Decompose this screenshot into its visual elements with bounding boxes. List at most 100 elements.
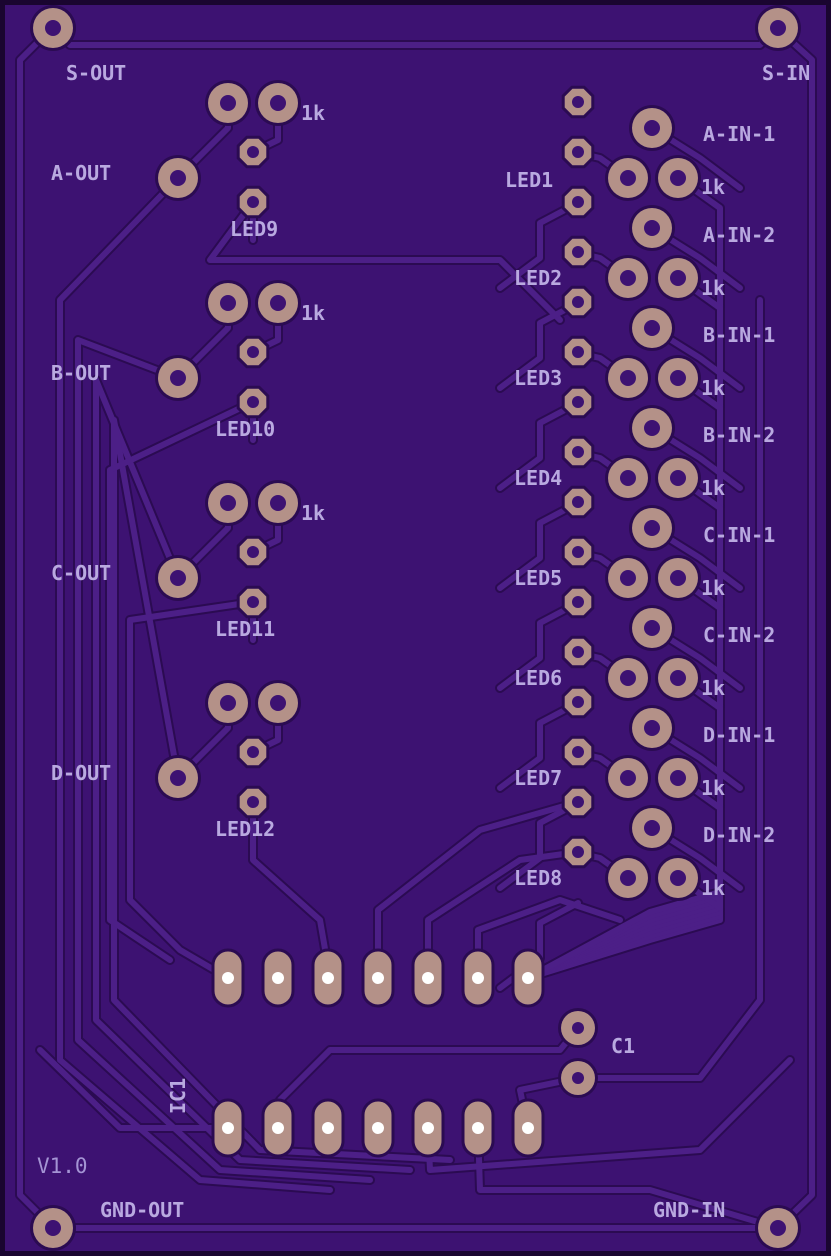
ic1-pin-hole [522,972,534,984]
s-in-label: S-IN [762,61,810,85]
input-resistor-pad-hole [620,870,636,886]
input-resistor-pad-hole [620,470,636,486]
input-led-label: LED5 [514,566,562,590]
input-led-pad-hole [572,146,584,158]
trace [93,377,413,1173]
ic1-pin-hole [472,972,484,984]
input-led-pad-hole [572,96,584,108]
input-resistor-label: 1k [701,576,725,600]
output-led-pad-hole [247,146,259,158]
ic1-pin-hole [422,1122,434,1134]
input-resistor-pad-hole [670,170,686,186]
ic1-pin-hole [272,972,284,984]
output-resistor-pad-hole [220,695,236,711]
input-jack-pad-hole [644,120,660,136]
input-led-pad-hole [572,446,584,458]
output-led-pad-hole [247,396,259,408]
output-led-pad-hole [247,746,259,758]
input-led-label: LED6 [514,666,562,690]
trace [497,800,581,891]
trace [497,300,581,391]
trace [375,799,581,981]
ic1-pin-hole [372,1122,384,1134]
input-jack-pad-hole [644,620,660,636]
input-jack-pad-hole [644,820,660,836]
trace [207,199,563,323]
input-resistor-label: 1k [701,776,725,800]
input-resistor-label: 1k [701,476,725,500]
output-label: B-OUT [51,361,111,385]
input-led-label: LED1 [505,168,553,192]
gnd-out-label: GND-OUT [100,1198,184,1222]
input-label: D-IN-2 [703,823,775,847]
output-resistor-pad-hole [220,95,236,111]
trace [127,599,256,981]
input-label: C-IN-1 [703,523,775,547]
input-jack-pad-hole [644,420,660,436]
input-label: B-IN-1 [703,323,775,347]
output-led-pad-hole [247,346,259,358]
trace [525,875,723,981]
output-resistor-pad-hole [270,495,286,511]
input-resistor-label: 1k [701,175,725,199]
ic1-pin-hole [372,972,384,984]
trace [75,337,373,1183]
input-resistor-pad-hole [620,670,636,686]
output-led-label: LED11 [215,617,275,641]
output-resistor-pad-hole [270,695,286,711]
input-resistor-pad-hole [670,470,686,486]
output-led-pad-hole [247,546,259,558]
input-resistor-pad-hole [620,370,636,386]
trace [37,1047,231,1131]
input-resistor-pad-hole [620,770,636,786]
trace [497,200,581,291]
input-resistor-pad-hole [670,570,686,586]
input-led-pad-hole [572,796,584,808]
trace [475,1125,781,1231]
output-label: A-OUT [51,161,111,185]
input-led-pad-hole [572,746,584,758]
input-label: D-IN-1 [703,723,775,747]
input-label: A-IN-2 [703,223,775,247]
trace [497,500,581,591]
trace [17,37,56,1231]
output-label: D-OUT [51,761,111,785]
ic1-label: IC1 [166,1078,190,1114]
input-led-pad-hole [572,546,584,558]
ic1-pin-hole [272,1122,284,1134]
input-resistor-pad-hole [620,270,636,286]
output-jack-pad-hole [170,170,186,186]
input-led-pad-hole [572,296,584,308]
input-led-pad-hole [572,596,584,608]
input-jack-pad-hole [644,720,660,736]
input-resistor-pad-hole [670,670,686,686]
input-led-pad-hole [572,346,584,358]
ic1-pin-hole [472,1122,484,1134]
output-led-pad-hole [247,796,259,808]
output-label: C-OUT [51,561,111,585]
input-led-pad-hole [572,396,584,408]
input-led-pad-hole [572,846,584,858]
output-resistor-label: 1k [301,101,325,125]
input-jack-pad-hole [644,220,660,236]
input-resistor-pad-hole [670,770,686,786]
output-resistor-pad-hole [270,95,286,111]
input-led-pad-hole [572,646,584,658]
output-jack-pad-hole [170,770,186,786]
trace [575,297,763,1081]
ic1-pin-hole [322,972,334,984]
output-jack-pad-hole [170,570,186,586]
output-resistor-pad-hole [220,295,236,311]
output-led-label: LED10 [215,417,275,441]
input-resistor-pad-hole [620,570,636,586]
s-out-pad-hole [45,20,61,36]
trace [57,175,333,1193]
gnd-in-pad-hole [770,1220,786,1236]
silkscreen-layer: S-OUT S-IN GND-OUT GND-IN V1.0 C1 IC1 A-… [37,61,810,1222]
output-resistor-pad-hole [220,495,236,511]
s-out-label: S-OUT [66,61,126,85]
output-resistor-label: 1k [301,301,325,325]
ic1-pin-hole [222,972,234,984]
input-led-pad-hole [572,696,584,708]
